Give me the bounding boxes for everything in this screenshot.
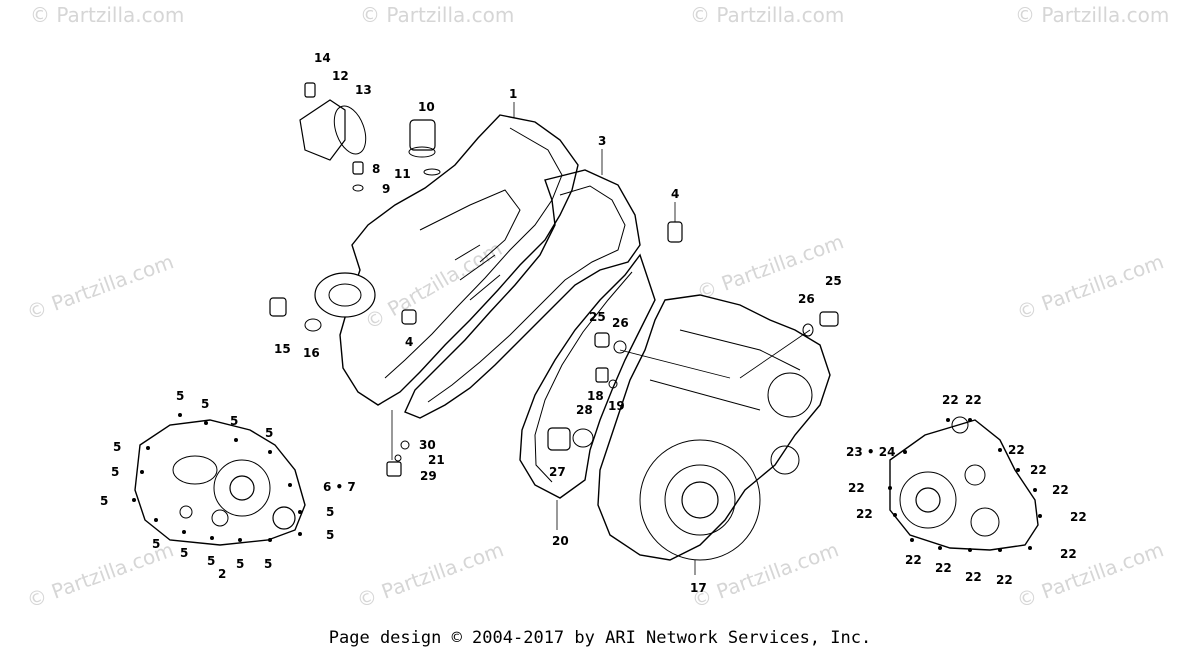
callout-22: 22 [942,393,959,407]
callout-23-24: 23 • 24 [846,445,895,459]
callout-22: 22 [905,553,922,567]
left-crankcase [314,114,579,406]
right-side-cover [889,416,1039,551]
callout-5: 5 [111,465,119,479]
case-gasket [404,169,641,419]
watermark: © Partzilla.com [354,537,507,612]
callout-11: 11 [394,167,411,181]
watermark: © Partzilla.com [1015,3,1169,27]
right-crankcase [597,294,831,561]
callout-16: 16 [303,346,320,360]
callout-15: 15 [274,342,291,356]
callout-21: 21 [428,453,445,467]
bolt-markers [132,413,1042,552]
callout-5: 5 [113,440,121,454]
callout-26: 26 [798,292,815,306]
callout-22: 22 [1030,463,1047,477]
callout-22: 22 [856,507,873,521]
callout-27: 27 [549,465,566,479]
callout-25: 25 [589,310,606,324]
watermark: © Partzilla.com [1014,537,1167,612]
callout-22: 22 [1070,510,1087,524]
callout-10: 10 [418,100,435,114]
callout-5: 5 [326,505,334,519]
watermark: © Partzilla.com [30,3,184,27]
callout-4: 4 [671,187,679,201]
callout-5: 5 [265,426,273,440]
watermark: © Partzilla.com [361,236,507,334]
callout-13: 13 [355,83,372,97]
callout-22: 22 [1060,547,1077,561]
callout-22: 22 [996,573,1013,587]
callout-22: 22 [848,481,865,495]
callout-30: 30 [419,438,436,452]
callout-20: 20 [552,534,569,548]
callout-22: 22 [1052,483,1069,497]
callout-5: 5 [180,546,188,560]
watermark: © Partzilla.com [360,3,514,27]
callout-17: 17 [690,581,707,595]
callout-1: 1 [509,87,517,101]
callout-5: 5 [230,414,238,428]
callout-5: 5 [326,528,334,542]
callout-22: 22 [935,561,952,575]
right-case-gasket [519,253,656,499]
callout-5: 5 [236,557,244,571]
callout-22: 22 [965,393,982,407]
callout-18: 18 [587,389,604,403]
watermark: © Partzilla.com [1014,249,1167,324]
left-side-cover [134,419,306,546]
callout-19: 19 [608,399,625,413]
callout-6-7: 6 • 7 [323,480,356,494]
callout-22: 22 [965,570,982,584]
callout-29: 29 [420,469,437,483]
callout-5: 5 [264,557,272,571]
watermark: © Partzilla.com [24,249,177,324]
callout-3: 3 [598,134,606,148]
callout-5: 5 [176,389,184,403]
callout-26: 26 [612,316,629,330]
callouts: 1 3 4 4 10 11 8 9 12 13 14 15 16 17 18 1… [100,51,1087,595]
watermark: © Partzilla.com [694,229,847,304]
callout-5: 5 [207,554,215,568]
callout-22: 22 [1008,443,1025,457]
callout-14: 14 [314,51,331,65]
callout-25: 25 [825,274,842,288]
page-footer-credit: Page design © 2004-2017 by ARI Network S… [328,628,872,648]
callout-8: 8 [372,162,380,176]
callout-9: 9 [382,182,390,196]
watermark: © Partzilla.com [690,3,844,27]
callout-2: 2 [218,567,226,581]
callout-28: 28 [576,403,593,417]
callout-5: 5 [201,397,209,411]
callout-5: 5 [152,537,160,551]
callout-4: 4 [405,335,413,349]
watermarks: © Partzilla.com © Partzilla.com © Partzi… [24,3,1170,613]
callout-5: 5 [100,494,108,508]
watermark: © Partzilla.com [689,537,842,612]
callout-12: 12 [332,69,349,83]
small-parts [269,82,839,477]
